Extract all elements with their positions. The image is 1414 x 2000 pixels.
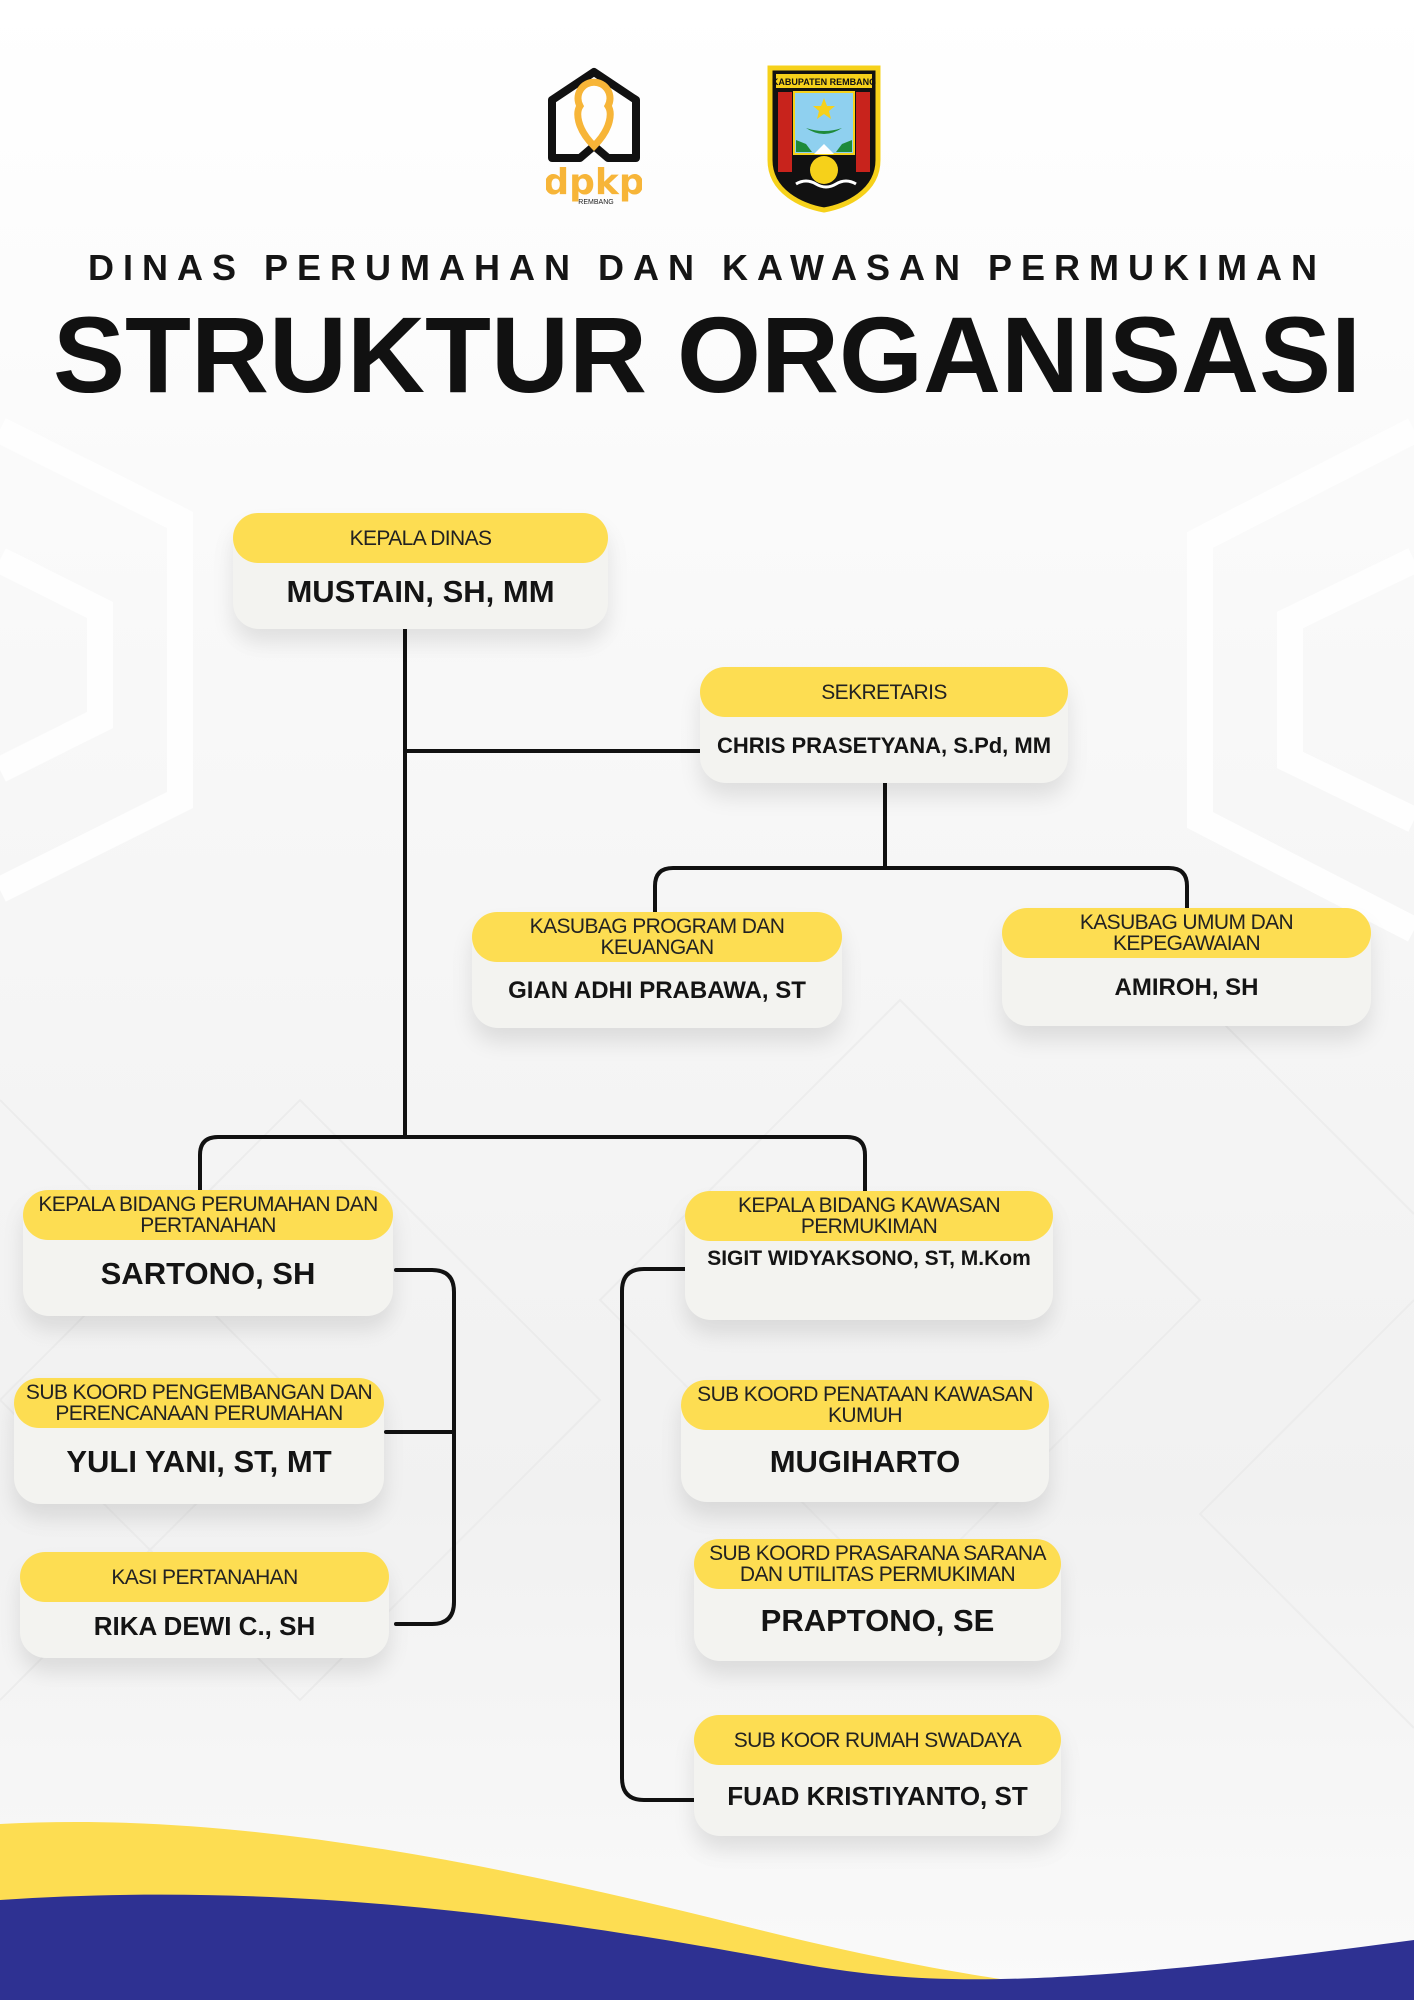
subtitle: DINAS PERUMAHAN DAN KAWASAN PERMUKIMAN xyxy=(87,247,1326,288)
person-name: PRAPTONO, SE xyxy=(760,1603,995,1638)
card-subkoor-swadaya: SUB KOOR RUMAH SWADAYA FUAD KRISTIYANTO,… xyxy=(694,1715,1061,1836)
role-label: KASI PERTANAHAN xyxy=(20,1552,389,1602)
person-name: RIKA DEWI C., SH xyxy=(93,1610,316,1641)
role-label: SEKRETARIS xyxy=(700,667,1068,717)
person-name: SARTONO, SH xyxy=(100,1256,316,1291)
connector-kasubag xyxy=(653,866,1189,914)
card-subkoord-prasarana: SUB KOORD PRASARANA SARANA DAN UTILITAS … xyxy=(694,1539,1061,1661)
svg-text:KABUPATEN REMBANG: KABUPATEN REMBANG xyxy=(772,77,876,87)
card-kasubag-program: KASUBAG PROGRAM DAN KEUANGAN GIAN ADHI P… xyxy=(472,912,842,1028)
card-subkoord-penataan: SUB KOORD PENATAAN KAWASAN KUMUH MUGIHAR… xyxy=(681,1380,1049,1502)
card-kepala-dinas: KEPALA DINAS MUSTAIN, SH, MM xyxy=(233,513,608,629)
person-name: FUAD KRISTIYANTO, ST xyxy=(727,1781,1028,1811)
card-kabid-perumahan: KEPALA BIDANG PERUMAHAN DAN PERTANAHAN S… xyxy=(23,1190,393,1316)
connector-left-bracket xyxy=(384,1268,456,1626)
person-name: CHRIS PRASETYANA, S.Pd, MM xyxy=(716,733,1052,758)
role-label: SUB KOORD PRASARANA SARANA DAN UTILITAS … xyxy=(694,1539,1061,1589)
role-label: SUB KOORD PENATAAN KAWASAN KUMUH xyxy=(681,1380,1049,1430)
page-title: STRUKTUR ORGANISASI xyxy=(52,294,1362,415)
role-label: SUB KOORD PENGEMBANGAN DAN PERENCANAAN P… xyxy=(14,1378,384,1428)
role-label: KEPALA BIDANG PERUMAHAN DAN PERTANAHAN xyxy=(23,1190,393,1240)
card-kasi-pertanahan: KASI PERTANAHAN RIKA DEWI C., SH xyxy=(20,1552,389,1658)
role-label: KASUBAG UMUM DAN KEPEGAWAIAN xyxy=(1002,908,1371,958)
person-name: MUSTAIN, SH, MM xyxy=(286,574,555,609)
card-kabid-kawasan: KEPALA BIDANG KAWASAN PERMUKIMAN SIGIT W… xyxy=(685,1191,1053,1320)
card-subkoord-pengembangan: SUB KOORD PENGEMBANGAN DAN PERENCANAAN P… xyxy=(14,1378,384,1504)
person-name: YULI YANI, ST, MT xyxy=(66,1444,332,1479)
connector-right-bracket xyxy=(620,1267,696,1802)
role-label: SUB KOOR RUMAH SWADAYA xyxy=(694,1715,1061,1765)
bottom-wave-decoration xyxy=(0,1821,1414,2000)
svg-text:REMBANG: REMBANG xyxy=(578,199,613,206)
role-label: KASUBAG PROGRAM DAN KEUANGAN xyxy=(472,912,842,962)
svg-text:dpkp: dpkp xyxy=(546,162,642,203)
person-name: AMIROH, SH xyxy=(1114,974,1259,1001)
person-name: GIAN ADHI PRABAWA, ST xyxy=(508,977,806,1004)
role-label: KEPALA DINAS xyxy=(233,513,608,563)
card-kasubag-umum: KASUBAG UMUM DAN KEPEGAWAIAN AMIROH, SH xyxy=(1002,908,1371,1026)
connector-kabid xyxy=(198,1135,867,1193)
dpkp-logo: dpkp REMBANG xyxy=(543,66,645,206)
role-label: KEPALA BIDANG KAWASAN PERMUKIMAN xyxy=(685,1191,1053,1241)
person-name: SIGIT WIDYAKSONO, ST, M.Kom xyxy=(707,1247,1031,1270)
person-name: MUGIHARTO xyxy=(769,1444,961,1479)
card-sekretaris: SEKRETARIS CHRIS PRASETYANA, S.Pd, MM xyxy=(700,667,1068,783)
kabupaten-rembang-emblem: KABUPATEN REMBANG xyxy=(766,64,882,214)
navy-wave xyxy=(0,1894,1414,2000)
